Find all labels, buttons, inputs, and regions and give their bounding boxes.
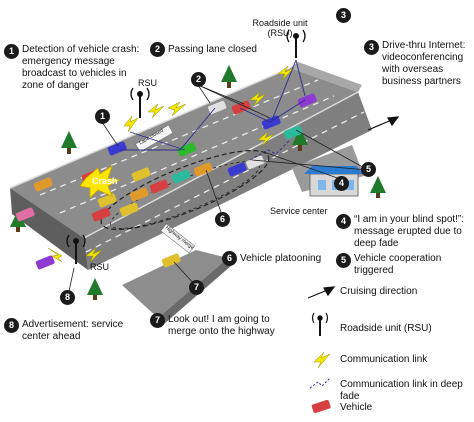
- tree-icon: [10, 65, 386, 300]
- callout-badge-2: 2: [191, 72, 206, 87]
- highway-far-edge: [290, 62, 362, 92]
- callout-badge-6: 6: [215, 212, 230, 227]
- legend-cruising-direction: Cruising direction: [340, 286, 418, 297]
- annotation-5-text: Vehicle cooperation triggered: [354, 253, 442, 276]
- annotation-badge-7: 7: [150, 313, 165, 328]
- annotation-3-text: Drive-thru Internet: videoconferencing w…: [382, 40, 466, 87]
- platoon-boundary: [100, 149, 270, 231]
- vehicles: [15, 93, 317, 270]
- comm-links: [120, 59, 306, 151]
- annotation-7-text: Look out! I am going to merge onto the h…: [168, 314, 275, 337]
- annotation-badge-2: 2: [150, 42, 165, 57]
- lane-closed-sign: [135, 124, 174, 153]
- crash-burst: [79, 165, 122, 199]
- cruising-direction-arrow: [307, 286, 336, 299]
- annotation-6-text: Vehicle platooning: [240, 253, 322, 264]
- callout-badge-7: 7: [189, 280, 204, 295]
- callout-badge-5: 5: [361, 162, 376, 177]
- annotation-1-text: Detection of vehicle crash: emergency me…: [22, 44, 140, 91]
- callout-badge-4: 4: [334, 176, 349, 191]
- legend-deep-fade-link: Communication link in deep fade: [340, 379, 463, 402]
- cruising-direction-arrow-scene: [367, 116, 400, 131]
- annotation-badge-8: 8: [4, 318, 19, 333]
- faded-link: [249, 139, 291, 161]
- annotation-badge-4: 4: [336, 214, 351, 229]
- rsu-antenna-icon: [66, 29, 306, 264]
- on-ramp: [122, 250, 228, 318]
- vehicle-icon: [311, 399, 331, 414]
- crash-label: Crash: [92, 176, 118, 186]
- rsu-top-label: Roadside unit (RSU): [252, 18, 308, 38]
- callout-badge-1: 1: [95, 109, 110, 124]
- service-center-label: Service center: [270, 206, 328, 216]
- annotation-2-text: Passing lane closed: [168, 44, 257, 55]
- callout-lines: [67, 84, 369, 297]
- faded-link-icon: [309, 377, 331, 389]
- legend-communication-link: Communication link: [340, 354, 428, 365]
- rsu-bottom-label: RSU: [90, 262, 110, 272]
- callout-badge-3: 3: [336, 8, 351, 23]
- legend-vehicle: Vehicle: [340, 402, 373, 413]
- callout-badge-8: 8: [60, 290, 75, 305]
- lightning-link-icon: [313, 351, 331, 369]
- rsu-mid-label: RSU: [138, 78, 158, 88]
- annotation-badge-3: 3: [364, 40, 379, 55]
- annotation-badge-1: 1: [4, 44, 19, 59]
- annotation-badge-6: 6: [222, 251, 237, 266]
- annotation-8-text: Advertisement: service center ahead: [22, 319, 124, 342]
- annotation-4-text: “I am in your blind spot!”: message erup…: [354, 214, 465, 249]
- legend-icons: [307, 286, 336, 414]
- highway-merge-sign: [160, 223, 195, 254]
- rsu-antenna-icon: [311, 312, 329, 336]
- legend-rsu: Roadside unit (RSU): [340, 323, 432, 334]
- annotation-badge-5: 5: [336, 253, 351, 268]
- lightning-link-icon: [47, 65, 295, 263]
